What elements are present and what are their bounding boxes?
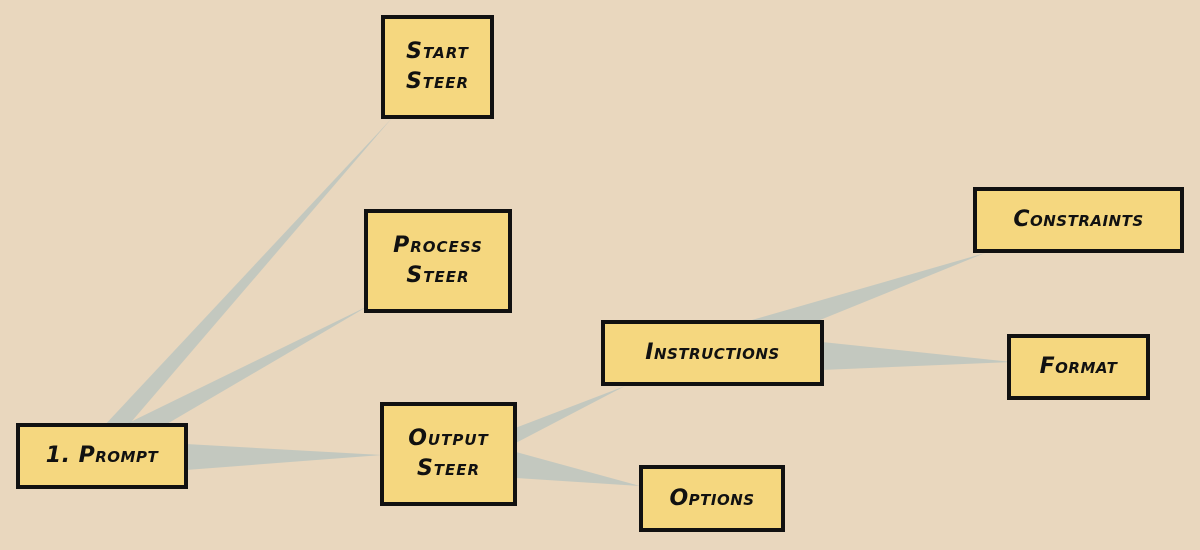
connector-prompt-process-steer	[118, 305, 370, 428]
node-options[interactable]: Options	[639, 465, 785, 532]
node-start-steer[interactable]: Start Steer	[381, 15, 494, 119]
node-process-steer[interactable]: Process Steer	[364, 209, 512, 313]
node-instructions-label: Instructions	[645, 340, 780, 365]
node-output-steer[interactable]: Output Steer	[380, 402, 517, 506]
node-start-steer-label: Start Steer	[405, 39, 470, 94]
node-prompt-label: 1. Prompt	[45, 443, 159, 468]
node-options-label: Options	[669, 485, 755, 511]
node-process-steer-label: Process Steer	[393, 233, 483, 288]
node-output-steer-label: Output Steer	[408, 426, 489, 481]
connector-instructions-constraints	[752, 253, 985, 320]
node-instructions[interactable]: Instructions	[601, 320, 824, 386]
connector-prompt-start-steer	[102, 118, 392, 428]
node-format[interactable]: Format	[1007, 334, 1150, 400]
node-constraints-label: Constraints	[1013, 207, 1144, 232]
connector-output-steer-instructions	[510, 386, 625, 446]
node-prompt[interactable]: 1. Prompt	[16, 423, 188, 489]
connector-instructions-format	[822, 342, 1012, 370]
node-constraints[interactable]: Constraints	[973, 187, 1184, 253]
connector-prompt-output-steer	[186, 444, 382, 470]
node-format-label: Format	[1039, 354, 1118, 379]
connector-output-steer-options	[516, 452, 640, 486]
